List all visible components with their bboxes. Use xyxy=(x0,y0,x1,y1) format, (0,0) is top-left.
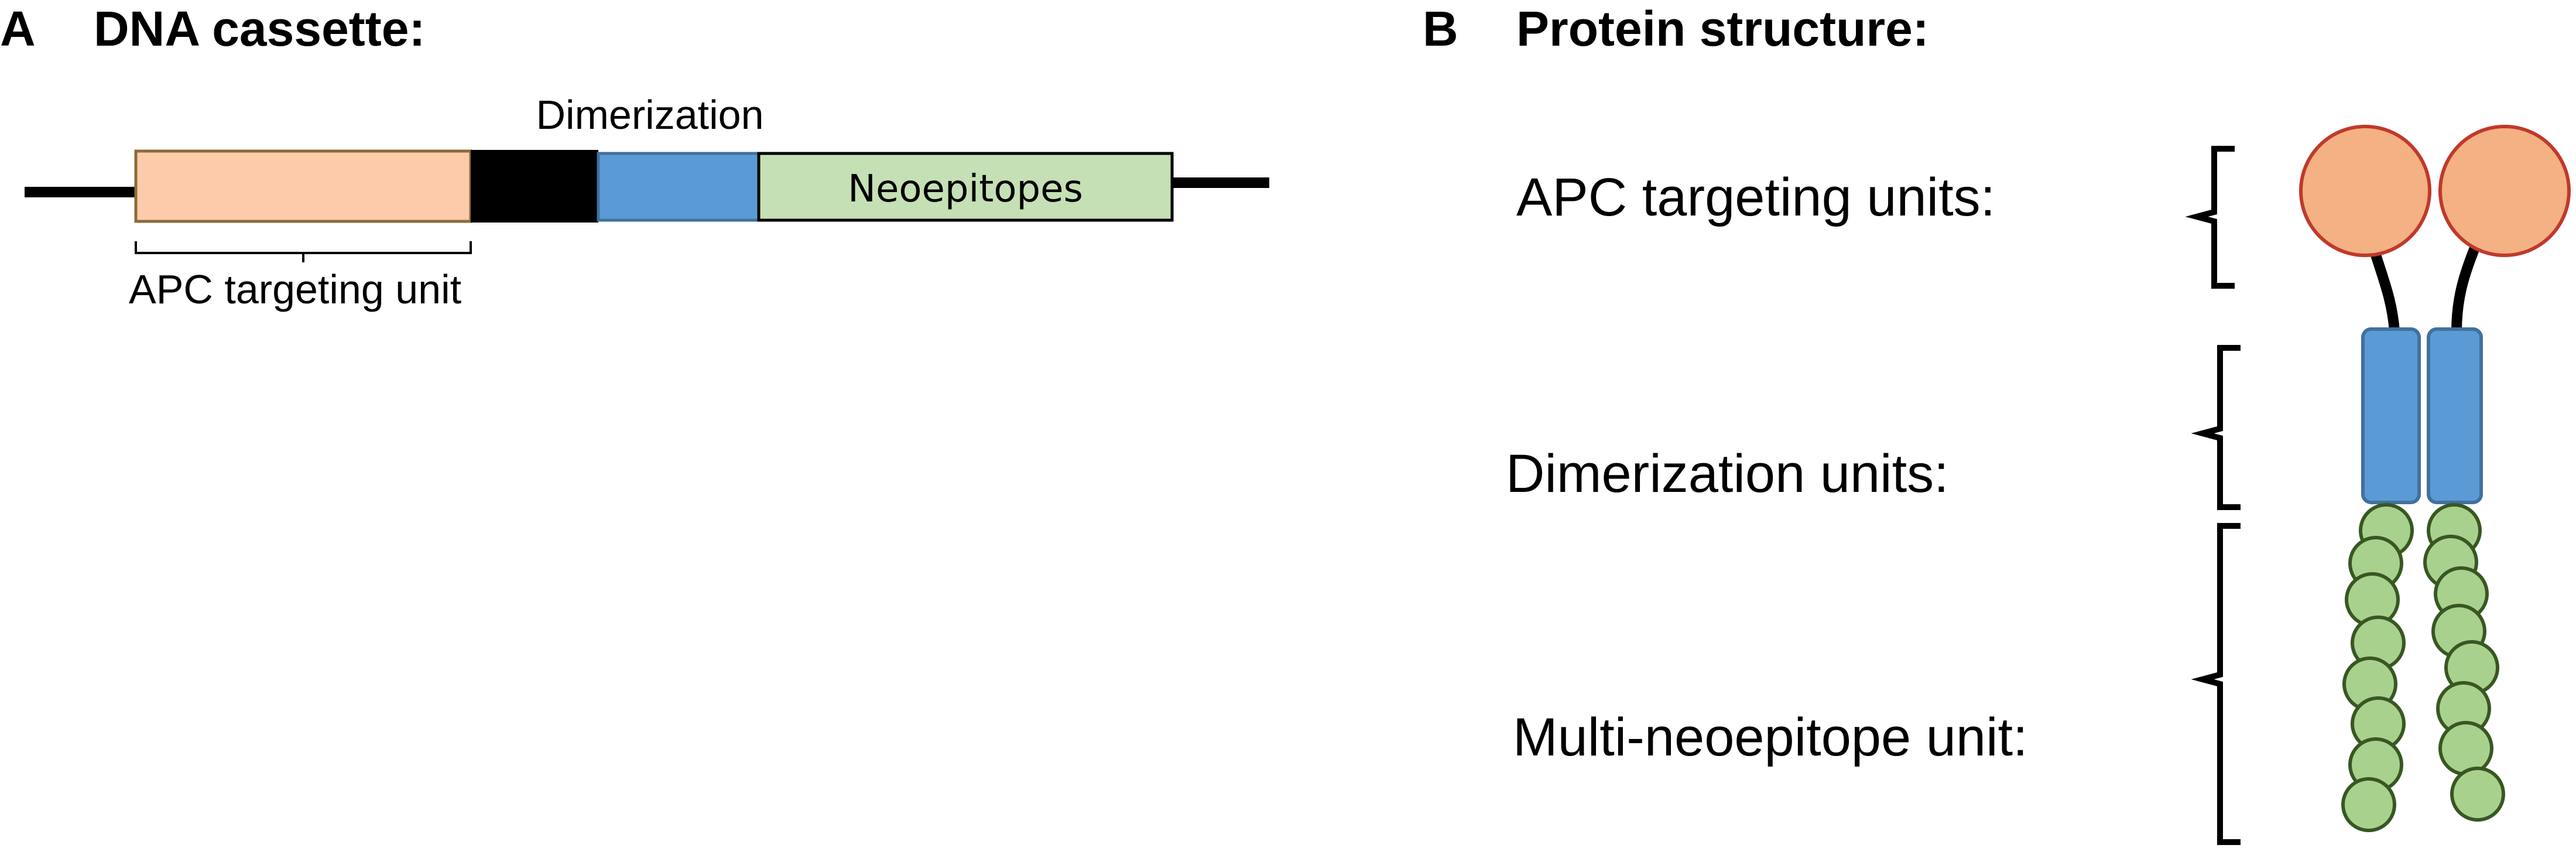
linker-right xyxy=(2451,241,2482,332)
dimerization-units-label: Dimerization units: xyxy=(1506,444,1949,504)
apc-units-brace xyxy=(2185,146,2235,289)
neoepitope-bead xyxy=(2341,777,2396,832)
panel-a: A DNA cassette: Dimerization Neoepitopes… xyxy=(0,1,1269,312)
dimerization-unit-left xyxy=(2361,327,2421,504)
neoepitope-chain-right xyxy=(2423,503,2505,822)
apc-unit-label: APC targeting unit xyxy=(129,266,461,312)
apc-targeting-box xyxy=(134,149,472,223)
panel-b: B Protein structure: APC targeting units… xyxy=(1423,1,2571,845)
dimerization-units-brace xyxy=(2191,345,2241,510)
dimerization-label: Dimerization xyxy=(536,92,764,138)
neoepitope-bead xyxy=(2438,721,2493,776)
apc-targeting-circle-right xyxy=(2438,125,2571,257)
panel-b-title: Protein structure: xyxy=(1516,1,1929,56)
multi-neoepitope-brace xyxy=(2191,523,2241,845)
apc-unit-bracket xyxy=(135,241,472,262)
apc-targeting-units-label: APC targeting units: xyxy=(1516,167,1995,227)
panel-a-letter: A xyxy=(0,1,36,56)
dimerization-black-segment xyxy=(471,150,598,223)
panel-b-letter: B xyxy=(1423,1,1458,56)
neoepitopes-box xyxy=(757,152,1174,222)
neoepitopes-label: Neoepitopes xyxy=(848,167,1083,211)
multi-neoepitope-unit-label: Multi-neoepitope unit: xyxy=(1513,707,2028,767)
panel-a-title: DNA cassette: xyxy=(94,1,425,56)
dimerization-blue-segment xyxy=(597,152,761,222)
neoepitope-chain-left xyxy=(2341,503,2414,832)
linker-left xyxy=(2367,242,2400,332)
dimerization-unit-right xyxy=(2427,327,2483,504)
apc-targeting-circle-left xyxy=(2299,125,2431,257)
neoepitope-bead xyxy=(2450,767,2505,822)
